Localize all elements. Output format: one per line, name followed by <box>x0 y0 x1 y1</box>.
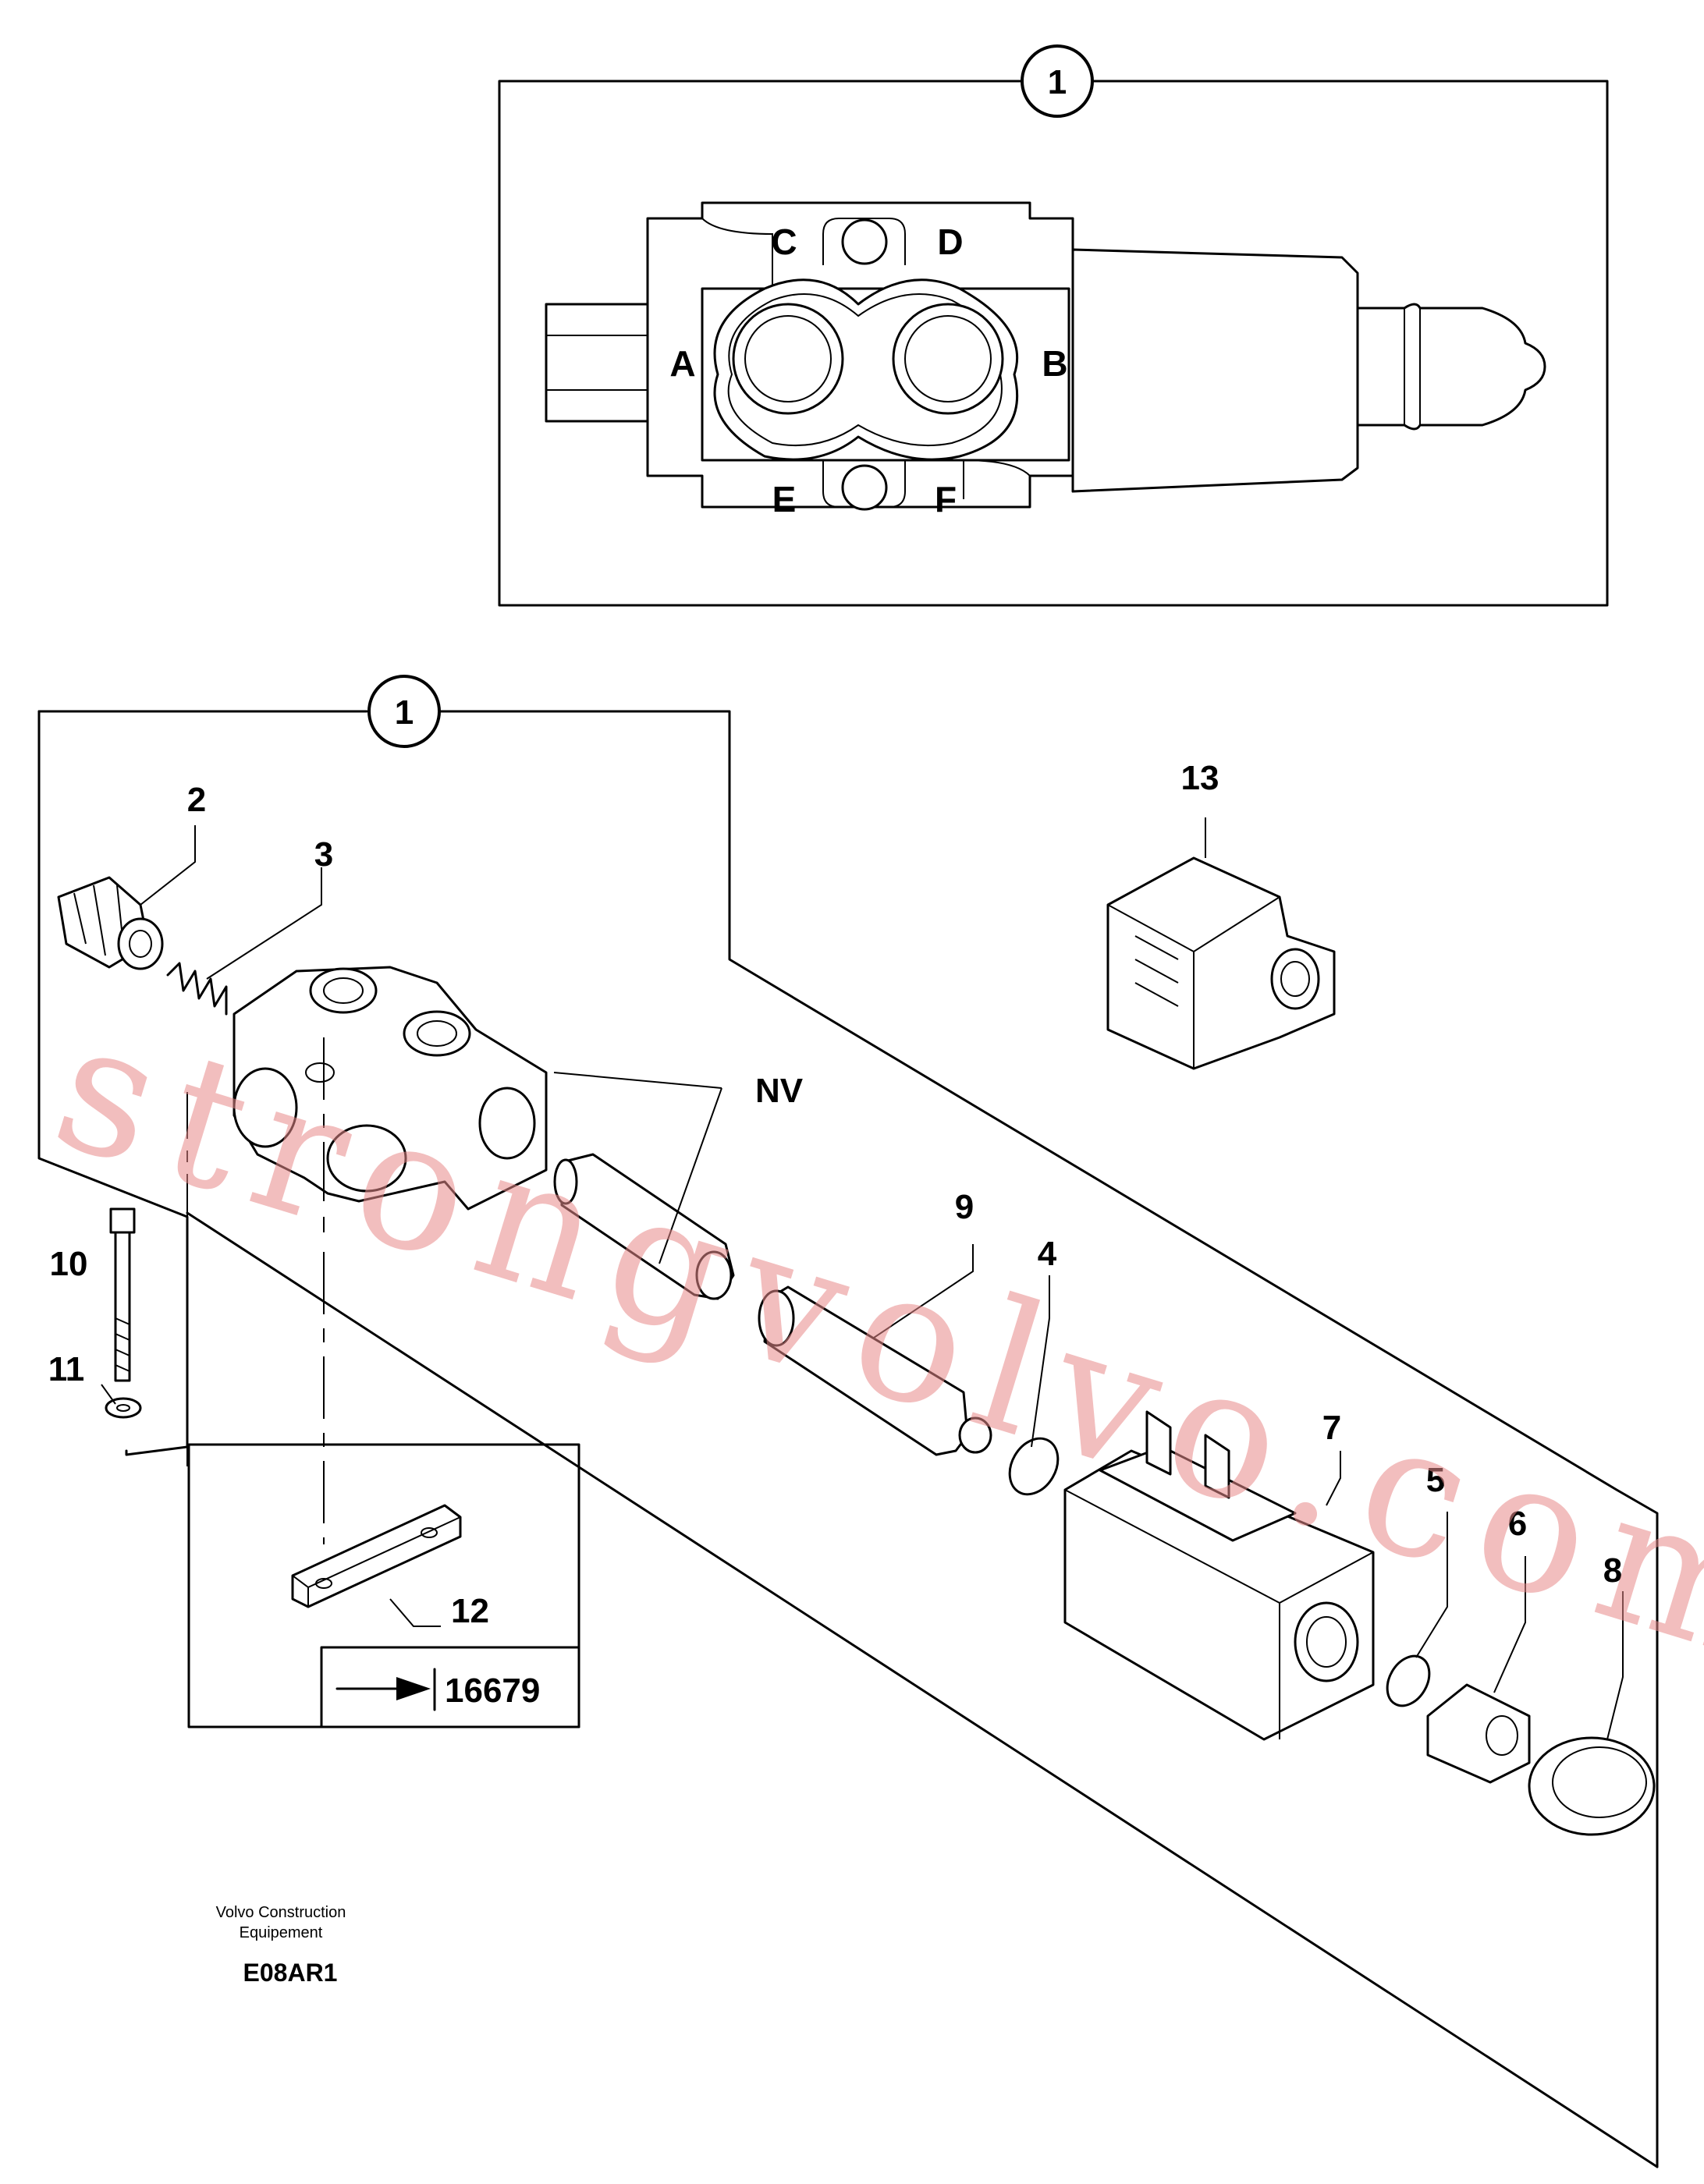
part-5-o-ring <box>1386 1654 1431 1707</box>
part-3-spring <box>166 962 228 1016</box>
top-view-callout: 1 <box>1048 63 1067 101</box>
exploded-view-callout: 1 <box>395 693 414 732</box>
top-view-panel: 1 <box>498 44 1609 607</box>
part-2-adjuster-knob <box>57 876 164 970</box>
callout-5: 5 <box>1426 1461 1445 1499</box>
maker-line-2: Equipement <box>240 1924 323 1941</box>
port-label-a: A <box>669 343 695 384</box>
callout-9: 9 <box>955 1188 974 1226</box>
reference-number: 16679 <box>445 1672 540 1710</box>
part-13-connector-plug <box>1106 856 1336 1070</box>
port-label-b: B <box>1042 343 1067 384</box>
valve-body-top <box>545 201 1546 511</box>
maker-line-1: Volvo Construction <box>216 1904 346 1921</box>
exploded-view-callout-circle <box>367 675 441 748</box>
footer: Volvo Construction Equipement E08AR1 <box>216 1904 346 1987</box>
part-7-coil <box>1063 1410 1375 1741</box>
port-label-e: E <box>772 479 797 519</box>
callout-10: 10 <box>50 1245 88 1283</box>
callout-nv: NV <box>755 1072 804 1110</box>
part-4-o-ring <box>1008 1437 1060 1496</box>
callout-4: 4 <box>1038 1235 1057 1273</box>
spool <box>553 1153 735 1300</box>
callout-11: 11 <box>48 1350 85 1388</box>
drawing-code: E08AR1 <box>243 1959 338 1987</box>
callout-2: 2 <box>187 781 206 819</box>
part-11-washer-hole <box>116 1404 130 1412</box>
port-label-c: C <box>771 222 797 262</box>
part-6-nut <box>1426 1683 1531 1784</box>
port-label-f: F <box>935 479 957 519</box>
callout-7: 7 <box>1322 1409 1341 1447</box>
port-label-d: D <box>937 222 963 262</box>
watermark: strongvolvo.com <box>34 980 1704 1706</box>
leader-lines <box>101 817 1624 1740</box>
top-view-callout-circle <box>1021 44 1094 118</box>
exploded-view-panel: 1 <box>37 675 1659 2168</box>
callout-6: 6 <box>1508 1505 1527 1543</box>
callout-3: 3 <box>314 835 333 874</box>
valve-block <box>233 966 548 1211</box>
part-11-washer <box>105 1397 142 1419</box>
callout-12: 12 <box>451 1592 489 1630</box>
part-12-inset: 16679 <box>187 1443 580 1728</box>
part-9-solenoid-tube <box>758 1285 992 1456</box>
callout-8: 8 <box>1603 1551 1622 1590</box>
part-10-bolt <box>109 1207 136 1382</box>
callout-13: 13 <box>1181 759 1219 797</box>
part-8-cap <box>1528 1736 1656 1836</box>
